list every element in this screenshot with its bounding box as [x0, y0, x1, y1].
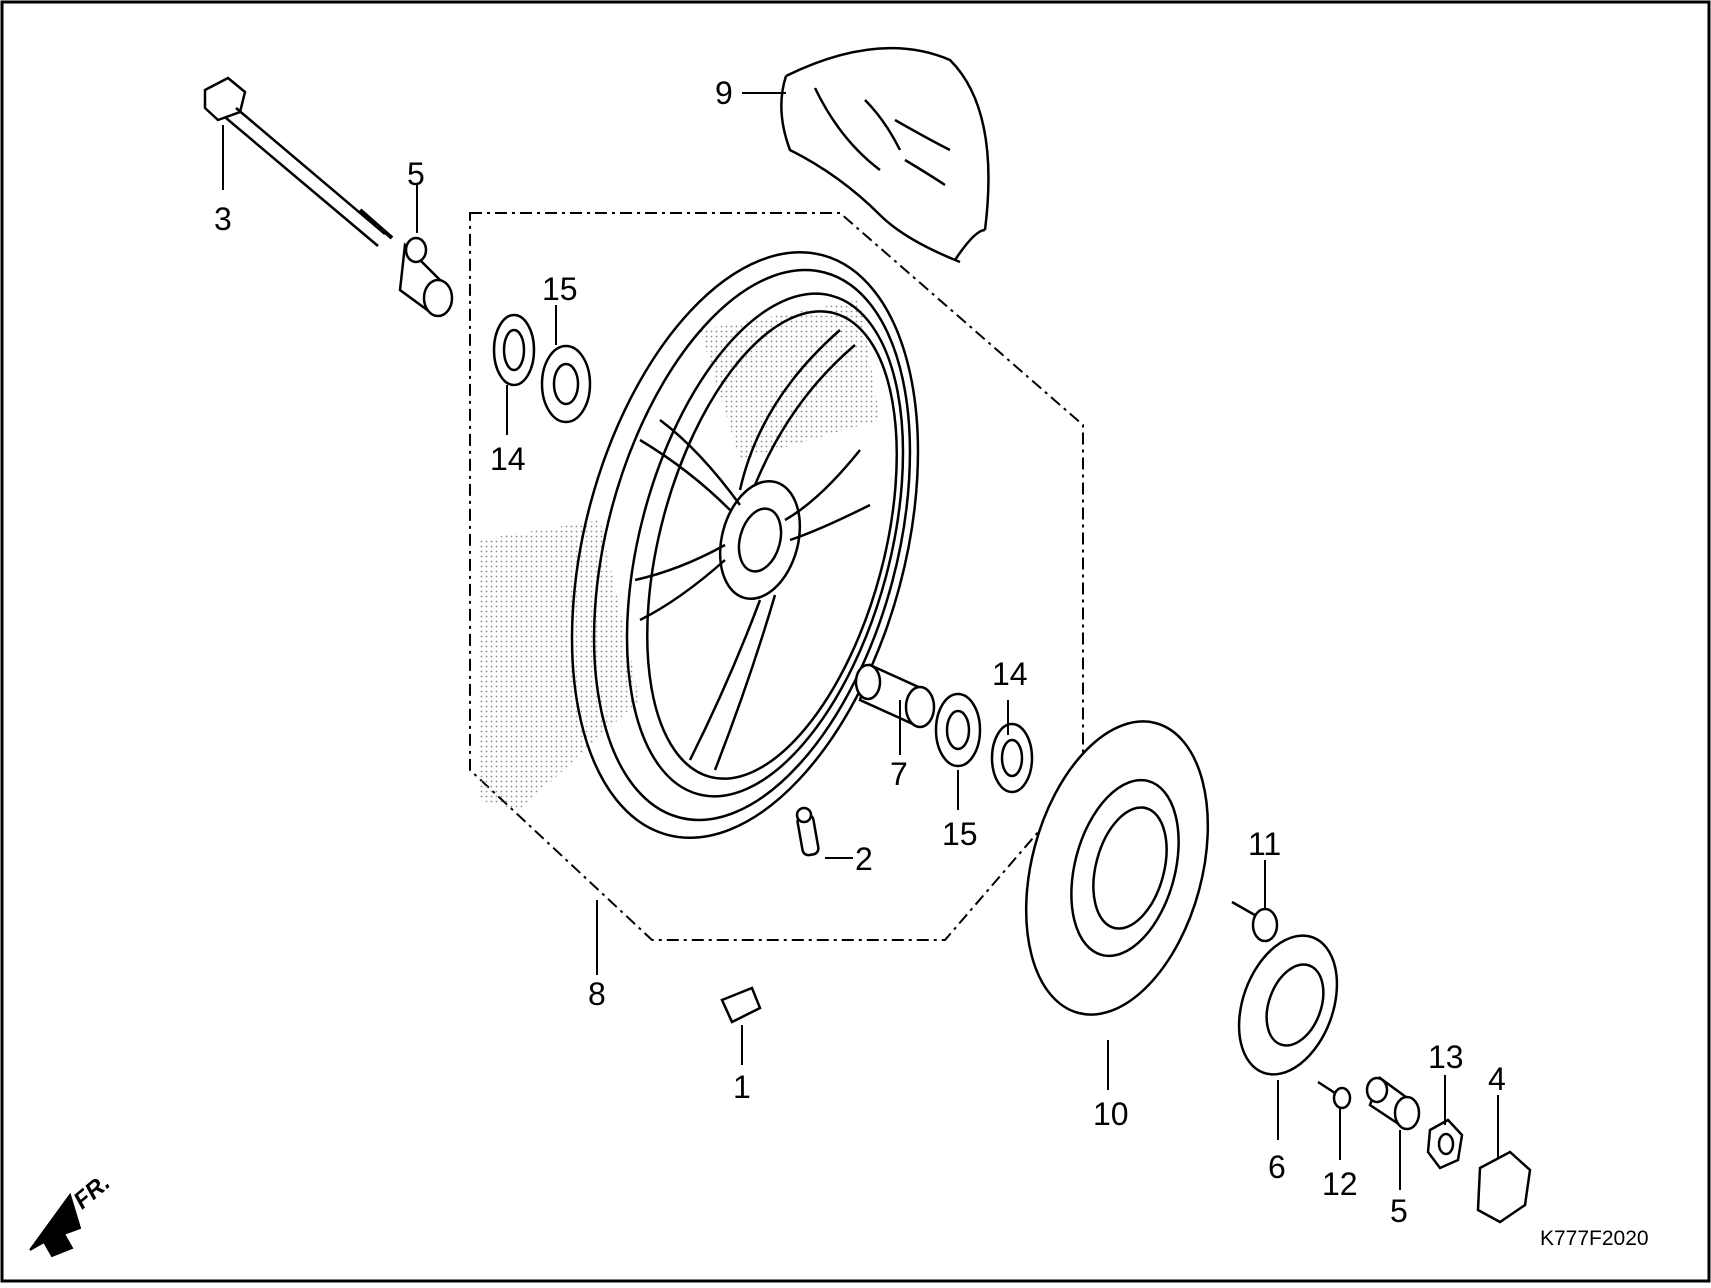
callout-5-bottom: 5	[1390, 1193, 1408, 1229]
brake-disc	[1024, 720, 1210, 1016]
front-arrow-icon	[29, 1192, 82, 1258]
front-direction-indicator: FR.	[29, 1169, 116, 1258]
pulser-ring	[1237, 934, 1339, 1076]
distance-collar	[854, 663, 936, 729]
balance-weight	[720, 986, 762, 1024]
wheel-shading	[478, 300, 880, 810]
callout-15-top: 15	[542, 271, 578, 307]
bearing-bottom	[934, 692, 982, 768]
cap-nut	[1476, 1150, 1532, 1224]
callout-8: 8	[588, 976, 606, 1012]
callout-7: 7	[890, 756, 908, 792]
callout-14-top: 14	[490, 441, 526, 477]
callout-9: 9	[715, 75, 733, 111]
screw	[1317, 1080, 1352, 1110]
callout-13: 13	[1428, 1039, 1464, 1075]
bearing-top	[540, 344, 592, 424]
callout-5-top: 5	[407, 156, 425, 192]
dust-seal-top	[492, 313, 536, 387]
disc-bolt	[1231, 900, 1279, 943]
callout-6: 6	[1268, 1149, 1286, 1185]
tire	[780, 46, 990, 264]
dust-seal-bottom	[990, 722, 1034, 794]
side-collar-bottom	[1365, 1076, 1421, 1131]
callout-12: 12	[1322, 1166, 1358, 1202]
leader-lines	[222, 92, 1499, 1190]
tire-valve	[795, 806, 820, 857]
front-wheel	[570, 251, 920, 839]
callout-11: 11	[1248, 826, 1281, 862]
front-indicator-label: FR.	[69, 1169, 116, 1215]
callout-1: 1	[733, 1069, 751, 1105]
callout-14-bottom: 14	[992, 656, 1028, 692]
callout-10: 10	[1093, 1096, 1129, 1132]
side-collar-top	[398, 236, 454, 318]
callout-labels: 9 3 5 15 14 7 15 14 2 8 1 10 11 6 12 5 1…	[214, 75, 1506, 1229]
drawing-code: K777F2020	[1540, 1227, 1649, 1250]
axle-nut	[1426, 1118, 1464, 1170]
axle-bolt	[203, 76, 394, 247]
callout-2: 2	[855, 841, 873, 877]
callout-15-bottom: 15	[942, 816, 978, 852]
callout-4: 4	[1488, 1061, 1506, 1097]
callout-3: 3	[214, 201, 232, 237]
